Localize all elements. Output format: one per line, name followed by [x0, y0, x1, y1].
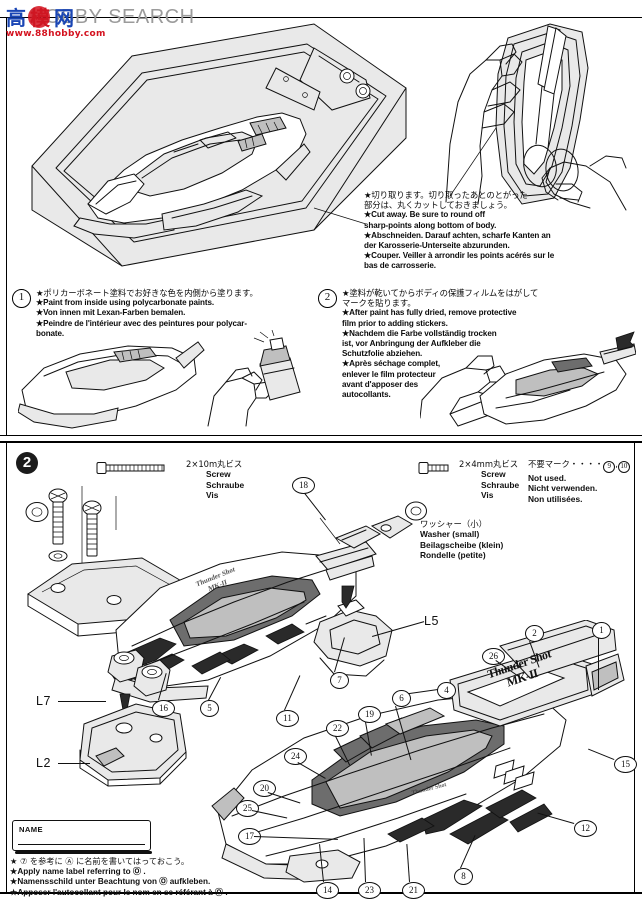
- not-used-ref-10: 10: [617, 461, 630, 473]
- step-2-en: ★After paint has fully dried, remove pro…: [342, 308, 517, 328]
- washer-de: Beilagscheibe (klein): [420, 539, 504, 550]
- part-number-14: 14: [316, 882, 339, 899]
- not-used-fr: Non utilisées.: [528, 493, 583, 504]
- part-number-6: 6: [392, 690, 411, 707]
- screw-short-de: Schraube: [481, 479, 520, 490]
- screw-long-en: Screw: [206, 469, 231, 480]
- screw-long-fr: Vis: [206, 490, 219, 501]
- part-number-22: 22: [326, 720, 349, 737]
- section-2-badge: 2: [16, 452, 38, 474]
- leader-1: [598, 638, 599, 690]
- chassis-exploded-assembly: [27, 486, 413, 787]
- part-number-25: 25: [236, 800, 259, 817]
- leader-l7: [58, 701, 106, 702]
- not-used-ref-9: 9: [603, 461, 616, 473]
- name-instruction-fr: ★Apposer l'autocollant pour le nom en se…: [10, 887, 228, 897]
- section2-right-border: [634, 443, 636, 893]
- washer-left-pictograms: [25, 502, 49, 522]
- part-number-16: 16: [152, 700, 175, 717]
- name-plate-writing-line: [18, 843, 145, 845]
- part-number-24: 24: [284, 748, 307, 765]
- not-used-de: Nicht verwenden.: [528, 483, 598, 494]
- cut-away-callout: ★切り取ります。切り取ったあとのとがった 部分は、丸くカットしておきましょう。 …: [364, 190, 636, 272]
- section-divider-middle-a: [0, 435, 642, 437]
- step-1-en: ★Paint from inside using polycarbonate p…: [36, 298, 215, 308]
- name-plate[interactable]: NAME: [12, 820, 151, 851]
- name-plate-label: NAME: [19, 825, 43, 834]
- step-1-jp: ★ポリカーボネート塗料でお好きな色を内側から塗ります。: [36, 288, 258, 298]
- name-plate-shadow: [15, 851, 152, 854]
- part-number-4: 4: [437, 682, 456, 699]
- gearcase-part-l2: [79, 703, 187, 787]
- step-1-fr: ★Peindre de l'intérieur avec des peintur…: [36, 318, 247, 338]
- screw-short-callout: 2×4mm丸ビス Screw Schraube Vis: [459, 459, 519, 501]
- part-number-18: 18: [292, 477, 315, 494]
- name-instruction-de: ★Namensschild unter Beachtung von Ⓞ aufk…: [10, 877, 211, 887]
- not-used-en: Not used.: [528, 473, 567, 483]
- cutting-with-scissors-illustration: [445, 23, 627, 211]
- step-2-badge: 2: [318, 289, 337, 308]
- part-number-12: 12: [574, 820, 597, 837]
- washer-pictogram: [405, 501, 427, 521]
- washer-en: Washer (small): [420, 529, 480, 540]
- not-used-callout: 不要マーク・・・・9,10 Not used. Nicht verwenden.…: [528, 459, 630, 504]
- name-instruction-en: ★Apply name label referring to Ⓞ .: [10, 866, 146, 876]
- step-2-de: ★Nachdem die Farbe vollständig trocken i…: [342, 328, 497, 359]
- screw-short-fr: Vis: [481, 490, 494, 501]
- screw-short-en: Screw: [481, 469, 506, 480]
- screw-long-size: 2×10m丸ビス: [186, 459, 243, 469]
- step-2-text: ★塗料が乾いてからボディの保護フィルムをはがして マークを貼ります。 ★Afte…: [342, 288, 586, 400]
- part-number-8: 8: [454, 868, 473, 885]
- part-number-23: 23: [358, 882, 381, 899]
- peeling-film-illustration: [420, 331, 636, 427]
- step-1-text: ★ポリカーボネート塗料でお好きな色を内側から塗ります。 ★Paint from …: [36, 288, 314, 339]
- part-number-1: 1: [592, 622, 611, 639]
- screw-long-pictogram: [96, 462, 165, 474]
- page-left-border: [6, 18, 8, 436]
- section2-left-border: [6, 443, 8, 893]
- screw-short-pictogram: [418, 462, 449, 474]
- cut-away-de: ★Abschneiden. Darauf achten, scharfe Kan…: [364, 230, 551, 251]
- part-number-19: 19: [358, 706, 381, 723]
- name-label-instructions: ★ ⑦ を参考に Ⓐ に名前を書いてはっておこう。 ★Apply name la…: [10, 856, 228, 898]
- step-1-badge: 1: [12, 289, 31, 308]
- part-number-26: 26: [482, 648, 505, 665]
- washer-jp: ワッシャー（小）: [420, 519, 487, 529]
- part-label-l2: L2: [36, 756, 51, 770]
- screw-upright-1: [48, 488, 68, 545]
- finished-body-illustration: [211, 620, 625, 883]
- painting-illustration: [18, 330, 301, 429]
- washer-callout: ワッシャー（小） Washer (small) Beilagscheibe (k…: [420, 519, 503, 561]
- part-number-2: 2: [525, 625, 544, 642]
- washer-fr: Rondelle (petite): [420, 550, 486, 561]
- step-1-de: ★Von innen mit Lexan-Farben bemalen.: [36, 308, 186, 318]
- part-number-5: 5: [200, 700, 219, 717]
- part-number-15: 15: [614, 756, 637, 773]
- part-number-11: 11: [276, 710, 299, 727]
- not-used-jp-text: 不要マーク・・・・: [528, 459, 604, 469]
- part-label-l7: L7: [36, 694, 51, 708]
- name-instruction-jp: ★ ⑦ を参考に Ⓐ に名前を書いてはっておこう。: [10, 856, 190, 866]
- cut-away-jp: ★切り取ります。切り取ったあとのとがった 部分は、丸くカットしておきましょう。: [364, 190, 528, 211]
- screw-short-size: 2×4mm丸ビス: [459, 459, 519, 469]
- screw-upright-2: [82, 500, 102, 557]
- part-label-l5: L5: [424, 614, 439, 628]
- screw-long-de: Schraube: [206, 479, 245, 490]
- cut-away-fr: ★Couper. Veiller à arrondir les points a…: [364, 251, 555, 271]
- step-2-fr: ★Après séchage complet, enlever le film …: [342, 359, 441, 400]
- part-number-21: 21: [402, 882, 425, 899]
- section-divider-middle-b: [0, 441, 642, 444]
- step-2-jp: ★塗料が乾いてからボディの保護フィルムをはがして マークを貼ります。: [342, 288, 539, 309]
- leader-l2: [58, 763, 90, 764]
- cut-away-en: ★Cut away. Be sure to round off sharp-po…: [364, 210, 497, 230]
- body-shell-illustration: [31, 23, 407, 267]
- part-number-7: 7: [330, 672, 349, 689]
- not-used-jp: 不要マーク・・・・9,10: [528, 459, 630, 473]
- section-divider-top: [0, 17, 642, 19]
- screw-long-callout: 2×10m丸ビス Screw Schraube Vis: [186, 459, 244, 501]
